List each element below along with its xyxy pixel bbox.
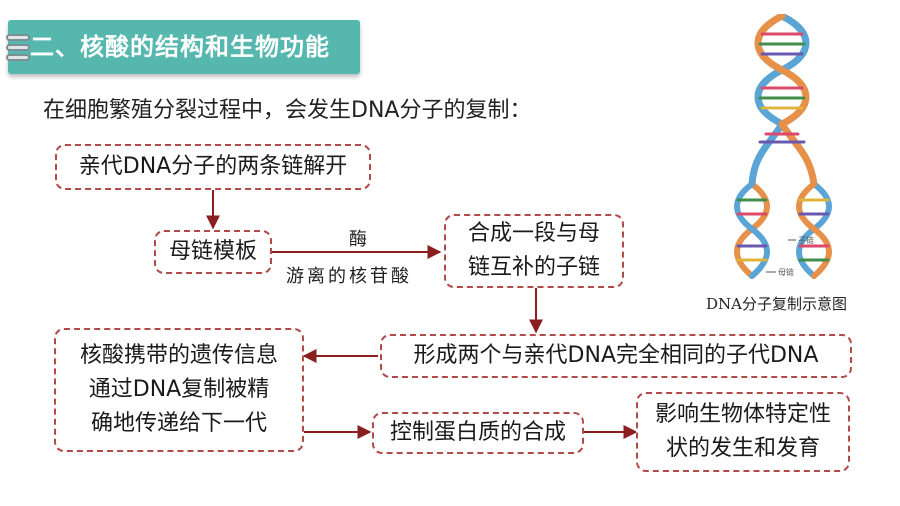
figure-caption: DNA分子复制示意图 xyxy=(706,295,847,313)
box-form-daughter-dna: 形成两个与亲代DNA完全相同的子代DNA xyxy=(380,334,852,378)
dna-replication-fork xyxy=(748,120,818,188)
binder-ring-icon xyxy=(6,44,30,51)
box-template: 母链模板 xyxy=(154,230,272,274)
label-parent-strand: 母链 xyxy=(778,267,794,277)
box-unwind: 亲代DNA分子的两条链解开 xyxy=(55,144,371,190)
binder-ring-icon xyxy=(6,34,30,41)
intro-text: 在细胞繁殖分裂过程中，会发生DNA分子的复制： xyxy=(43,98,532,123)
box-synthesize: 合成一段与母 链互补的子链 xyxy=(444,214,624,288)
dna-replication-illustration: 子链 母链 xyxy=(734,14,832,279)
label-free-nucleotides: 游离的核苷酸 xyxy=(286,266,412,287)
box-genetic-info: 核酸携带的遗传信息 通过DNA复制被精 确地传递给下一代 xyxy=(54,328,304,452)
section-banner: 二、核酸的结构和生物功能 xyxy=(6,20,360,74)
label-daughter-strand: 子链 xyxy=(798,235,814,245)
dna-double-helix-top xyxy=(754,14,810,128)
label-enzyme: 酶 xyxy=(349,229,370,250)
daughter-helix-right xyxy=(796,181,832,279)
section-title: 二、核酸的结构和生物功能 xyxy=(30,33,330,61)
daughter-helix-left xyxy=(734,181,770,279)
box-protein-synthesis: 控制蛋白质的合成 xyxy=(372,412,584,454)
box-trait-effect: 影响生物体特定性 状的发生和发育 xyxy=(636,392,850,472)
binder-ring-icon xyxy=(6,54,30,61)
